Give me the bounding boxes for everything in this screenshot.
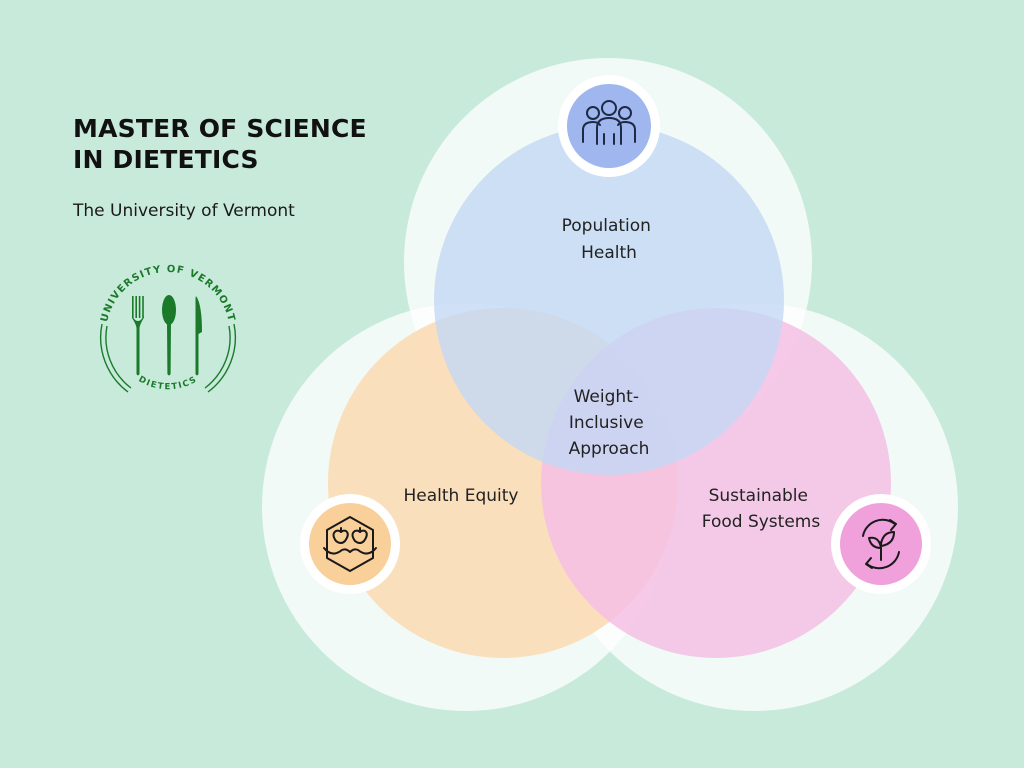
page-title-line-2: IN DIETETICS xyxy=(73,145,259,174)
label-center-line-3: Approach xyxy=(569,439,650,459)
label-population-line-2: Health xyxy=(581,243,637,263)
label-equity-line-1: Health Equity xyxy=(404,486,519,506)
page-title-line-1: MASTER OF SCIENCE xyxy=(73,114,367,143)
label-sustainable-line-2: Food Systems xyxy=(702,512,821,532)
uvm-dietetics-logo: UNIVERSITY OF VERMONT DIETETICS xyxy=(99,264,237,393)
recycle-leaf-icon xyxy=(862,518,900,570)
badge-sustainable-food-systems xyxy=(831,494,931,594)
logo-ring-left-inner xyxy=(105,325,132,389)
page-subtitle: The University of Vermont xyxy=(73,201,295,221)
label-sustainable-line-1: Sustainable xyxy=(709,486,808,506)
logo-ring-left xyxy=(99,323,129,393)
label-population-line-1: Population xyxy=(562,216,651,236)
badge-population-health xyxy=(558,75,660,177)
spoon-icon xyxy=(162,295,176,376)
knife-icon xyxy=(195,296,202,376)
label-sustainable-food-systems: Sustainable Food Systems xyxy=(702,486,821,532)
apples-hands-icon xyxy=(323,516,377,572)
people-icon xyxy=(582,100,636,145)
circle-population-health xyxy=(434,125,784,475)
label-center-line-1: Weight- xyxy=(574,387,639,407)
label-health-equity: Health Equity xyxy=(404,486,519,506)
badge-health-equity xyxy=(300,494,400,594)
page-title: MASTER OF SCIENCE IN DIETETICS xyxy=(73,113,393,175)
logo-ring-right xyxy=(207,323,237,393)
label-center-line-2: Inclusive xyxy=(569,413,644,433)
label-population-health: Population Health xyxy=(562,216,657,263)
label-weight-inclusive-approach: Weight- Inclusive Approach xyxy=(569,387,650,459)
logo-ring-right-inner xyxy=(204,325,231,389)
fork-icon xyxy=(132,296,144,376)
